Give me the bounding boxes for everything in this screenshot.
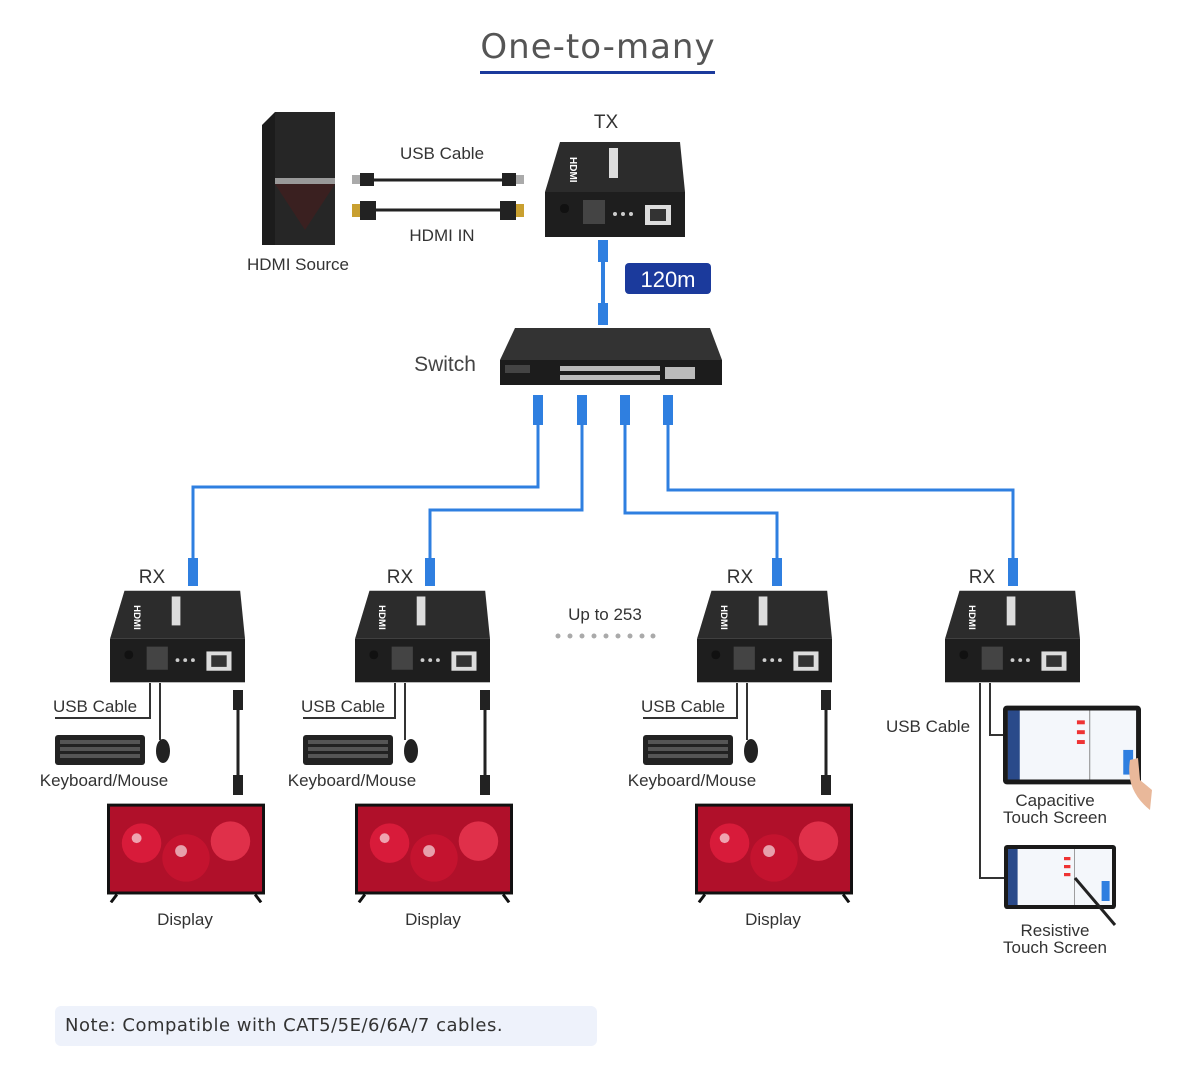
display-icon xyxy=(355,803,513,903)
title-underline xyxy=(480,71,715,74)
rx-receiver-device xyxy=(697,590,832,683)
capacitive-label-line1: Capacitive xyxy=(1015,791,1094,810)
tx-transmitter-device xyxy=(545,142,685,237)
rx-unit-4: RX USB Cable Capacitive Touch Screen Res… xyxy=(886,567,1152,957)
network-switch-device xyxy=(500,328,722,385)
tx-label: TX xyxy=(594,112,619,133)
distance-badge xyxy=(625,263,711,294)
resistive-touch-screen-icon xyxy=(1004,844,1116,910)
pc-tower-icon xyxy=(262,112,335,245)
usb-cable-label: USB Cable xyxy=(886,717,970,736)
stylus-icon xyxy=(1073,877,1117,926)
hdmi-cable-icon xyxy=(821,690,831,795)
keyboard-mouse-label: Keyboard/Mouse xyxy=(40,771,169,790)
ellipsis-dots xyxy=(555,633,656,639)
rx-label: RX xyxy=(727,567,754,588)
rx-receiver-device xyxy=(945,590,1080,683)
usb-cable-icon xyxy=(352,173,524,186)
hdmi-cable-icon xyxy=(233,690,243,795)
rx-unit-1: RX USB Cable Keyboard/Mouse Display xyxy=(40,567,265,929)
usb-cable-label: USB Cable xyxy=(301,697,385,716)
rx-label: RX xyxy=(139,567,166,588)
keyboard-mouse-icon xyxy=(303,735,418,765)
capacitive-touch-screen-icon xyxy=(1003,705,1141,785)
display-label: Display xyxy=(745,910,801,929)
hdmi-source-label: HDMI Source xyxy=(247,255,349,274)
keyboard-mouse-icon xyxy=(55,735,170,765)
usb-cable-label: USB Cable xyxy=(641,697,725,716)
network-cable-tx-switch xyxy=(598,240,608,325)
rx-receiver-device xyxy=(355,590,490,683)
resistive-label-line2: Touch Screen xyxy=(1003,938,1107,957)
up-to-253-label: Up to 253 xyxy=(568,605,642,624)
display-label: Display xyxy=(157,910,213,929)
resistive-label-line1: Resistive xyxy=(1021,921,1090,940)
hdmi-cable-icon xyxy=(480,690,490,795)
hand-icon xyxy=(1129,758,1152,810)
rx-unit-2: RX USB Cable Keyboard/Mouse Display xyxy=(288,567,513,929)
network-cables-switch-rx xyxy=(191,400,1015,575)
switch-label: Switch xyxy=(414,353,476,376)
keyboard-mouse-label: Keyboard/Mouse xyxy=(628,771,757,790)
display-label: Display xyxy=(405,910,461,929)
keyboard-mouse-icon xyxy=(643,735,758,765)
distance-label: 120m xyxy=(640,267,695,292)
rx-unit-3: RX USB Cable Keyboard/Mouse Display xyxy=(628,567,853,929)
hdmi-cable-icon xyxy=(352,201,524,220)
display-icon xyxy=(695,803,853,903)
usb-cable-label: USB Cable xyxy=(400,144,484,163)
capacitive-label-line2: Touch Screen xyxy=(1003,808,1107,827)
usb-cable-label: USB Cable xyxy=(53,697,137,716)
keyboard-mouse-label: Keyboard/Mouse xyxy=(288,771,417,790)
page-title: One-to-many xyxy=(480,27,715,67)
hdmi-in-label: HDMI IN xyxy=(409,226,474,245)
rx-receiver-device xyxy=(110,590,245,683)
rj45-connector-icons xyxy=(188,395,1018,586)
rx-label: RX xyxy=(969,567,996,588)
rx-label: RX xyxy=(387,567,414,588)
display-icon xyxy=(107,803,265,903)
compatibility-note: Note: Compatible with CAT5/5E/6/6A/7 cab… xyxy=(55,1006,597,1046)
